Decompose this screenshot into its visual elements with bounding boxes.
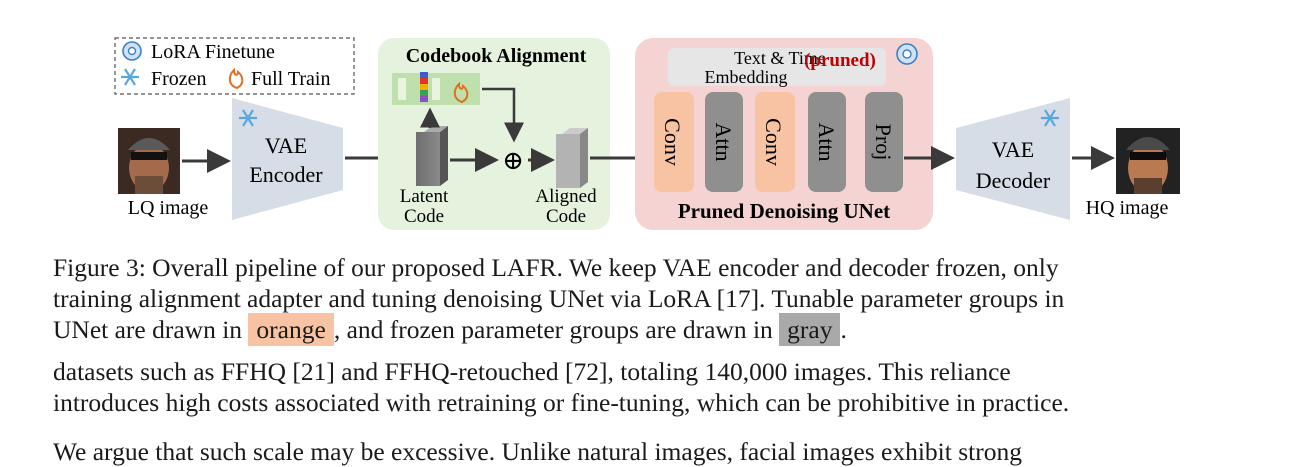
gear-icon — [896, 43, 918, 65]
hq-image-label: HQ image — [1086, 197, 1169, 219]
orange-highlight: orange — [248, 313, 334, 346]
aligned-label-line2: Code — [546, 206, 586, 227]
gear-icon — [122, 41, 142, 61]
unet-block-label-1: Conv — [660, 118, 685, 166]
decoder-label-line2: Decoder — [976, 168, 1051, 193]
caption-line-2: training alignment adapter and tuning de… — [53, 284, 1065, 313]
unet-block-attn-1 — [705, 92, 743, 192]
unet-block-conv-1 — [654, 92, 694, 192]
lq-image-label: LQ image — [128, 197, 209, 219]
codebook-alignment-title: Codebook Alignment — [406, 45, 587, 67]
codebook-vector-icon — [420, 72, 428, 102]
snowflake-icon — [1041, 109, 1059, 127]
embedding-box — [668, 48, 886, 86]
embedding-label-line1: Text & Time — [734, 48, 826, 68]
legend-frozen-label: Frozen — [151, 68, 207, 90]
vae-decoder — [956, 98, 1070, 220]
aligned-code-cube — [556, 128, 588, 188]
decoder-label-line1: VAE — [992, 137, 1034, 162]
caption-line-1: Figure 3: Overall pipeline of our propos… — [53, 253, 1059, 282]
body-line-3: We argue that such scale may be excessiv… — [53, 437, 1022, 466]
latent-label-line2: Code — [404, 206, 444, 227]
latent-label-line1: Latent — [400, 186, 449, 207]
vae-encoder — [232, 98, 343, 220]
unet-block-label-4: Attn — [814, 122, 839, 161]
encoder-label-line2: Encoder — [249, 162, 323, 187]
legend-full-train-label: Full Train — [251, 68, 330, 90]
embedding-label-line2: Embedding — [705, 67, 788, 87]
unet-title: Pruned Denoising UNet — [678, 199, 890, 223]
pipeline-figure: LoRA Finetune Frozen Full Train LQ image… — [114, 37, 1180, 230]
caption-line-3-c: . — [840, 315, 847, 344]
plus-operator: ⊕ — [502, 146, 524, 175]
hq-image — [1116, 128, 1180, 194]
legend: LoRA Finetune Frozen Full Train — [114, 37, 355, 95]
body-line-1: datasets such as FFHQ [21] and FFHQ-reto… — [53, 357, 1011, 386]
legend-lora-label: LoRA Finetune — [151, 41, 275, 63]
fire-icon — [453, 81, 469, 104]
lq-image — [118, 128, 180, 194]
unet-block-label-2: Attn — [711, 122, 736, 161]
unet-block-label-5: Proj — [871, 124, 896, 161]
caption-line-3-b: , and frozen parameter groups are drawn … — [333, 315, 780, 344]
unet-block-proj — [865, 92, 903, 192]
body-line-2: introduces high costs associated with re… — [53, 388, 1070, 417]
snowflake-icon — [121, 68, 139, 86]
figure-caption: Figure 3: Overall pipeline of our propos… — [53, 252, 1243, 346]
body-paragraph-2: We argue that such scale may be excessiv… — [53, 436, 1243, 467]
encoder-label-line1: VAE — [265, 133, 307, 158]
caption-line-3-a: UNet are drawn in — [53, 315, 249, 344]
pruned-tag: (pruned) — [804, 50, 876, 71]
body-paragraph-1: datasets such as FFHQ [21] and FFHQ-reto… — [53, 356, 1243, 418]
unet-block-conv-2 — [755, 92, 795, 192]
unet-block-attn-2 — [808, 92, 846, 192]
unet-block-label-3: Conv — [761, 118, 786, 166]
aligned-label-line1: Aligned — [535, 186, 597, 207]
snowflake-icon — [239, 109, 257, 127]
fire-icon — [228, 67, 244, 90]
gray-highlight: gray — [779, 313, 841, 346]
latent-code-cube — [416, 126, 448, 186]
caption-line-3: UNet are drawn in orange, and frozen par… — [53, 313, 1243, 346]
